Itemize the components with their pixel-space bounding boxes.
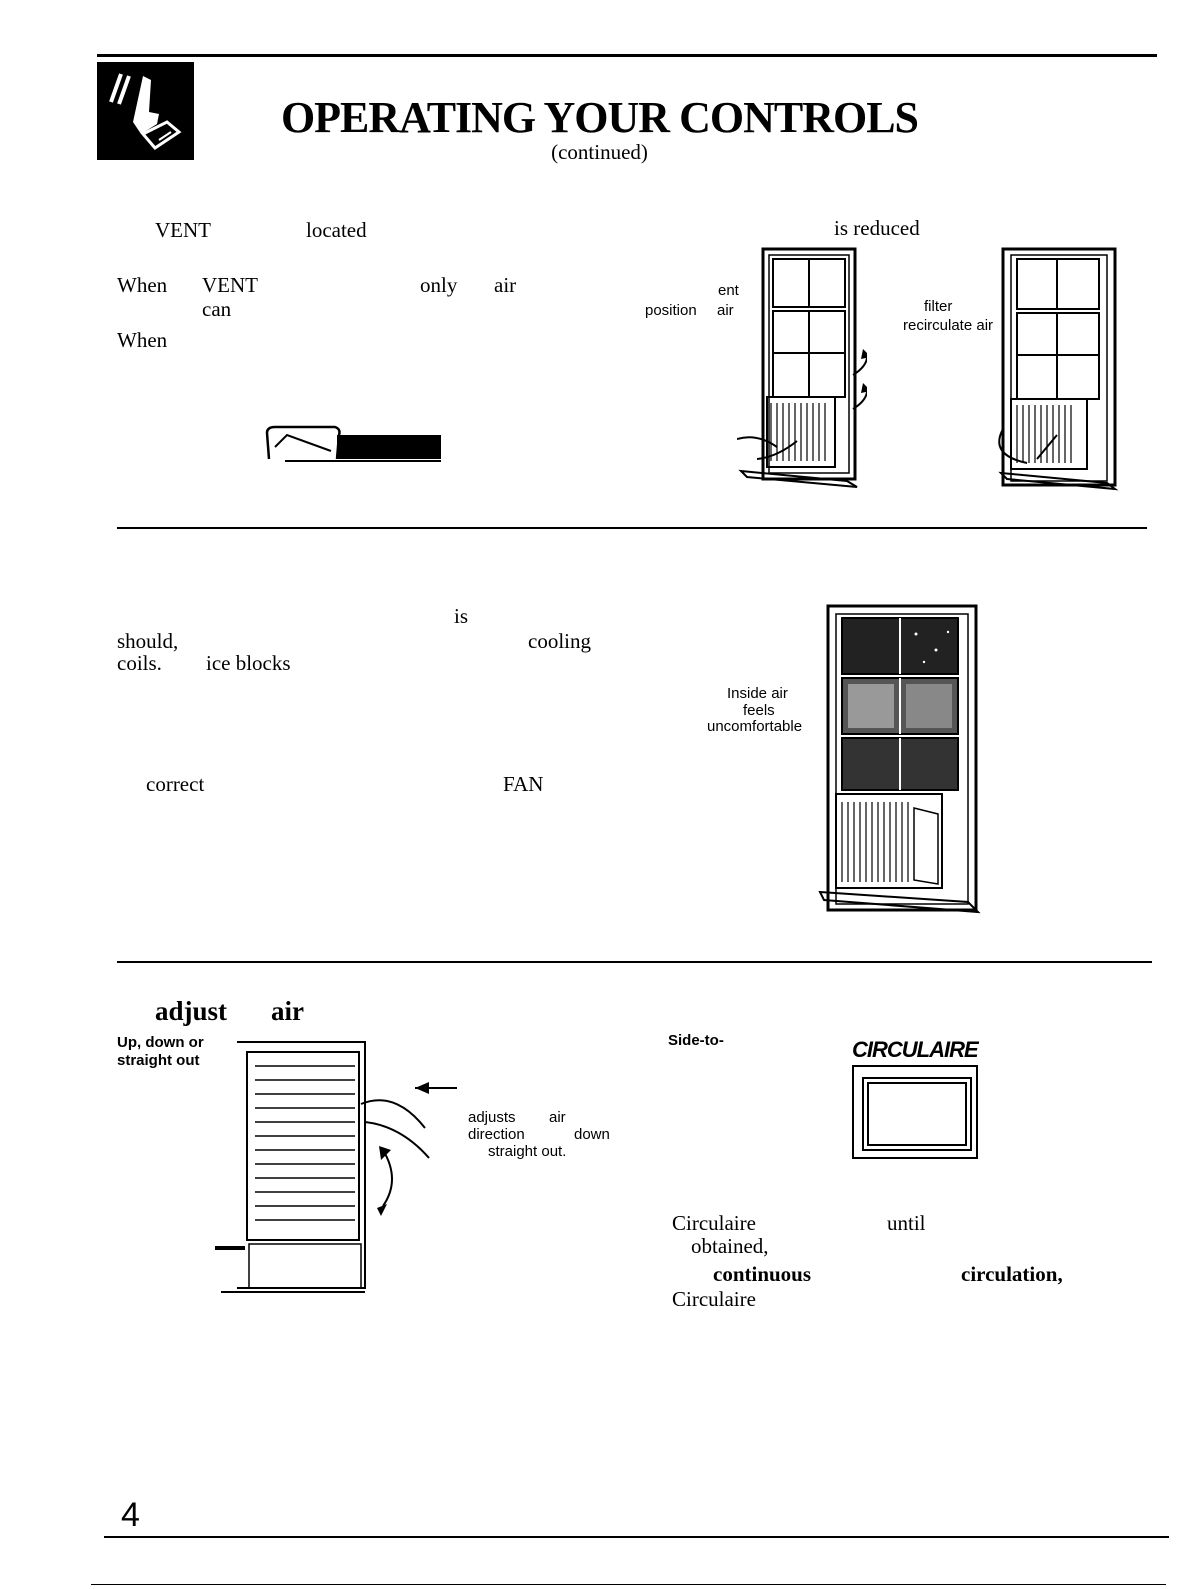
header-rule — [97, 54, 1157, 57]
humidity-text-1: is — [454, 604, 469, 628]
air-heading-2: air — [271, 996, 304, 1026]
humidity-fig-label-1: Inside air — [727, 685, 788, 702]
page-subtitle: (continued) — [551, 140, 648, 164]
footer-rule — [104, 1536, 1169, 1538]
humidity-text-4: coils. — [117, 651, 162, 675]
humidity-text-5: ice blocks — [206, 651, 291, 675]
air-text-4: continuous — [713, 1262, 812, 1286]
vent-left-label-2: position — [645, 302, 697, 319]
vent-lever-graphic — [265, 425, 441, 462]
window-ac-vent-closed-figure — [998, 247, 1119, 491]
vent-right-label-2: recirculate air — [903, 317, 994, 334]
vent-caption-top: is reduced — [834, 216, 920, 240]
vent-left-label-3: air — [717, 302, 734, 319]
ac-louver-figure — [215, 1041, 457, 1293]
section-divider-2 — [117, 961, 1152, 963]
air-heading-1: adjust — [155, 996, 228, 1026]
louver-label-5: straight out. — [488, 1143, 567, 1160]
page-number: 4 — [121, 1496, 140, 1534]
humidity-text-6: correct — [146, 772, 205, 796]
air-text-6: Circulaire — [672, 1287, 756, 1311]
humidity-text-3: cooling — [528, 629, 591, 653]
air-text-1: Circulaire — [672, 1211, 756, 1235]
louver-label-3: direction — [468, 1126, 525, 1143]
humidity-fig-label-2: feels — [743, 702, 775, 719]
window-ac-vent-open-figure — [737, 247, 867, 488]
section-divider-1 — [117, 527, 1147, 529]
circulaire-label: CIRCULAIRE — [852, 1037, 979, 1062]
page-title: OPERATING YOUR CONTROLS — [280, 93, 919, 142]
footer-rule-bottom — [91, 1584, 1166, 1585]
louver-label-4: down — [574, 1126, 610, 1143]
air-left-label-1: Up, down or — [117, 1034, 204, 1051]
circulaire-button-face — [862, 1077, 972, 1151]
vent-text-5: only — [420, 273, 458, 297]
vent-text-6: air — [494, 273, 517, 297]
vent-text-8: When — [117, 328, 168, 352]
air-text-3: obtained, — [691, 1234, 769, 1258]
louver-label-1: adjusts — [468, 1109, 516, 1126]
louver-label-2: air — [549, 1109, 566, 1126]
vent-text-3: When — [117, 273, 168, 297]
vent-text-1: VENT — [155, 218, 211, 242]
vent-text-7: can — [202, 297, 232, 321]
air-text-5: circulation, — [961, 1262, 1063, 1286]
vent-left-label-1: ent — [718, 282, 739, 299]
air-text-2: until — [887, 1211, 926, 1235]
humidity-fig-label-3: uncomfortable — [707, 718, 803, 735]
vent-right-label-1: filter — [924, 298, 953, 315]
side-to-label: Side-to- — [668, 1032, 724, 1049]
humidity-text-2: should, — [117, 629, 179, 653]
hand-pressing-button-icon — [97, 62, 194, 160]
humidity-text-7: FAN — [503, 772, 544, 796]
air-left-label-2: straight out — [117, 1052, 200, 1069]
vent-text-2: located — [306, 218, 367, 242]
vent-text-4: VENT — [202, 273, 258, 297]
circulaire-button[interactable] — [852, 1065, 978, 1159]
night-window-figure — [818, 604, 981, 914]
